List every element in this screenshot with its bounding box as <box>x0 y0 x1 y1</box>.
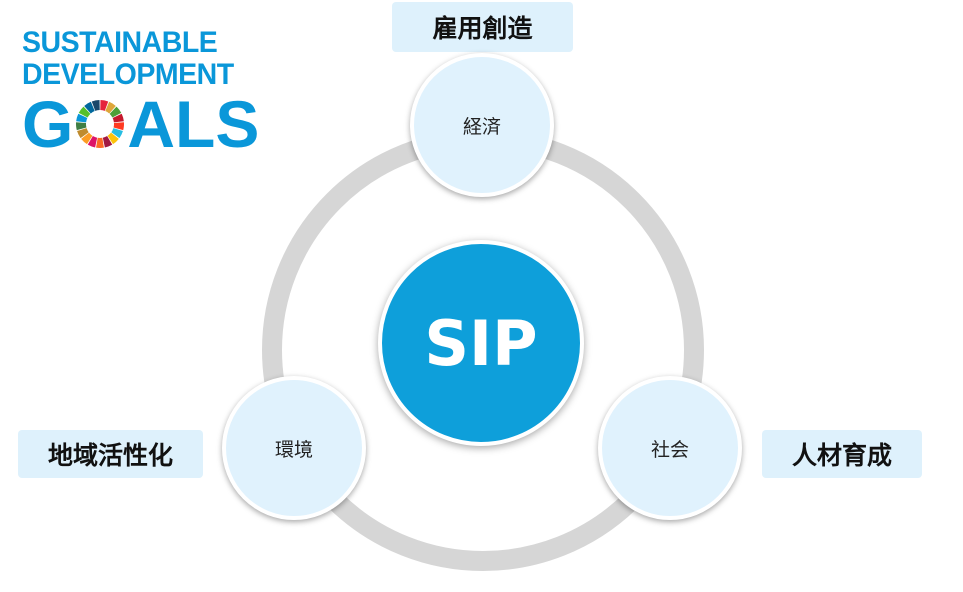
logo-line2: DEVELOPMENT <box>22 58 234 91</box>
tag-regional-revitalization: 地域活性化 <box>18 430 203 478</box>
wheel-segment <box>103 136 113 148</box>
logo-goals: G ALS <box>22 87 260 161</box>
wheel-segment <box>84 101 96 114</box>
sdgs-logo: SUSTAINABLE DEVELOPMENT G ALS <box>22 26 260 161</box>
sdg-wheel-icon <box>76 100 125 148</box>
wheel-segment <box>112 113 125 123</box>
wheel-segment <box>92 100 101 111</box>
logo-als: ALS <box>127 87 260 161</box>
logo-line1: SUSTAINABLE <box>22 26 218 59</box>
wheel-segment <box>76 122 87 131</box>
wheel-segment <box>81 132 93 145</box>
node-environment: 環境 <box>222 376 366 520</box>
tag-human-resources: 人材育成 <box>762 430 922 478</box>
wheel-segment <box>100 100 109 111</box>
wheel-segment <box>76 113 88 123</box>
node-economy: 経済 <box>410 53 554 197</box>
center-sip: SIP <box>378 240 584 446</box>
tag-job-creation: 雇用創造 <box>392 2 573 52</box>
wheel-segment <box>107 132 120 145</box>
wheel-segment <box>79 106 91 118</box>
wheel-segment <box>109 106 122 118</box>
wheel-segment <box>105 101 117 114</box>
wheel-segment <box>77 128 90 139</box>
node-society: 社会 <box>598 376 742 520</box>
wheel-segment <box>113 122 125 131</box>
wheel-segment <box>96 137 105 148</box>
wheel-segment <box>88 136 98 148</box>
logo-g: G <box>22 87 74 161</box>
wheel-segment <box>111 128 124 139</box>
